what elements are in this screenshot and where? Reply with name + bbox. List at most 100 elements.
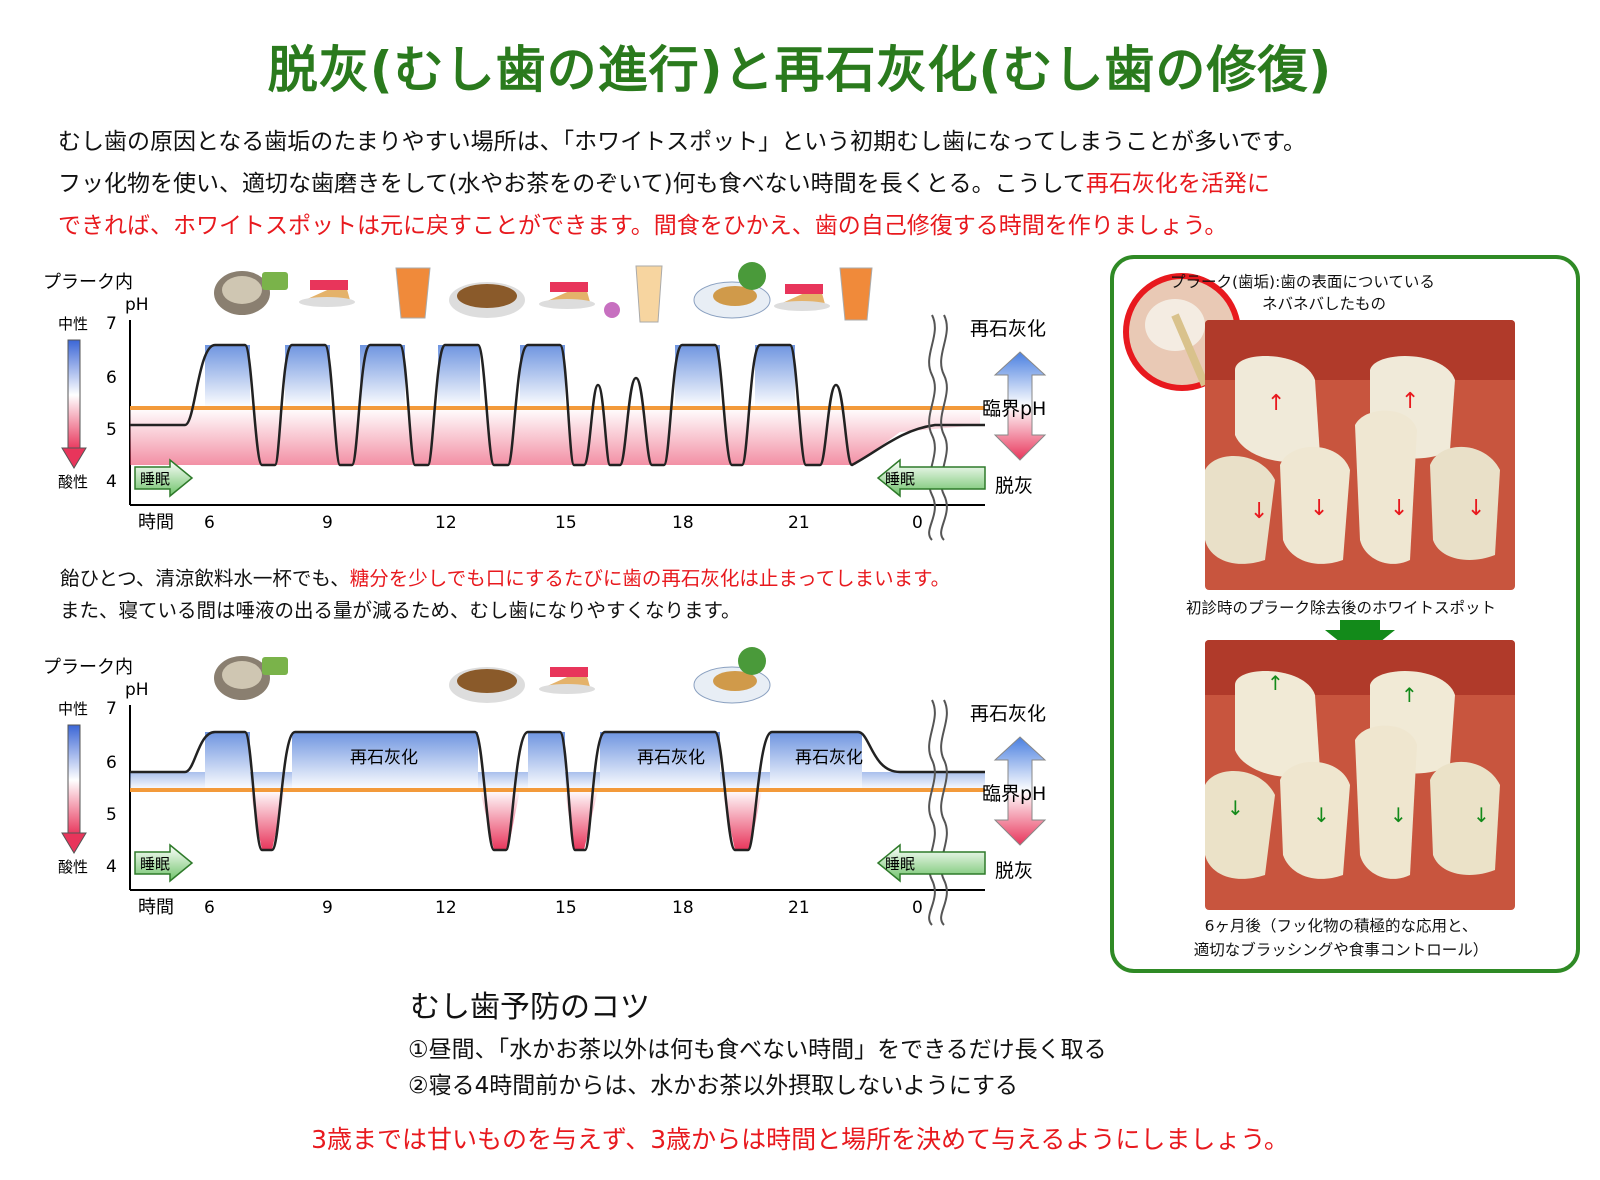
remin-annotation-3: 再石灰化 <box>795 748 863 768</box>
svg-text:↓: ↓ <box>1310 496 1328 521</box>
y-tick-7: 7 <box>106 699 117 719</box>
ph-curve-2 <box>130 730 985 852</box>
sleep-arrow-left: 睡眠 <box>134 458 194 498</box>
teeth-photo-after: ↑ ↑ ↓ ↓ ↓ ↓ <box>1205 640 1515 910</box>
sleep-arrow-right: 睡眠 <box>876 843 986 883</box>
caption-after-1: 6ヶ月後（フッ化物の積極的な応用と、 <box>1204 917 1478 935</box>
remin-label: 再石灰化 <box>970 318 1046 340</box>
whitespot-panel <box>1110 255 1580 973</box>
x-tick-18: 18 <box>672 898 694 918</box>
page-title: 脱灰(むし歯の進行)と再石灰化(むし歯の修復) <box>267 41 1333 99</box>
middle-line-1a: 飴ひとつ、清涼飲料水一杯でも、 <box>60 567 350 590</box>
sleep-label-right: 睡眠 <box>885 470 915 488</box>
caption-before: 初診時のプラーク除去後のホワイトスポット <box>1185 599 1496 617</box>
curry-icon <box>449 667 525 703</box>
demin-label: 脱灰 <box>995 860 1033 882</box>
time-break-2 <box>928 699 936 926</box>
y-tick-5: 5 <box>106 420 117 440</box>
middle-line-1b: 糖分を少しでも口にするたびに歯の再石灰化は止まってしまいます。 <box>349 567 951 590</box>
svg-text:↓: ↓ <box>1250 499 1268 524</box>
svg-text:↓: ↓ <box>1313 803 1330 827</box>
y-title: プラーク内 <box>43 657 133 678</box>
y-title: プラーク内 <box>43 272 133 293</box>
big-arrow <box>993 351 1047 461</box>
ph-chart-2: プラーク内 pH 中性 酸性 7 6 5 4 再石灰化 再石灰化 再石灰化 睡眠… <box>43 647 1047 926</box>
x-tick-0: 0 <box>912 898 923 918</box>
ph-axis-arrow <box>61 724 87 854</box>
breakfast-icon <box>214 656 288 700</box>
critical-label: 臨界pH <box>982 783 1046 805</box>
ph-chart-1: プラーク内 pH 中性 酸性 7 6 5 4 睡眠 睡眠 時間 6 9 12 <box>43 262 1047 541</box>
sleep-label-left: 睡眠 <box>140 470 170 488</box>
y-tick-4: 4 <box>106 472 117 492</box>
x-tick-9: 9 <box>322 513 333 533</box>
intro-line-1: むし歯の原因となる歯垢のたまりやすい場所は、「ホワイトスポット」という初期むし歯… <box>58 129 1306 155</box>
drink-icon-2 <box>839 267 873 321</box>
x-tick-6: 6 <box>204 898 215 918</box>
breakfast-icon <box>214 271 288 315</box>
intro-line-2: フッ化物を使い、適切な歯磨きをして(水やお茶をのぞいて)何も食べない時間を長くと… <box>58 164 1270 198</box>
remin-label: 再石灰化 <box>970 703 1046 725</box>
sleep-arrow-right: 睡眠 <box>876 458 986 498</box>
food-icons-2 <box>214 647 771 704</box>
svg-text:↑: ↑ <box>1267 671 1284 695</box>
svg-text:↓: ↓ <box>1227 796 1244 820</box>
sleep-arrow-left: 睡眠 <box>134 843 194 883</box>
cake-icon-3 <box>774 284 830 311</box>
dinner-icon <box>693 262 771 319</box>
middle-line-1: 飴ひとつ、清涼飲料水一杯でも、糖分を少しでも口にするたびに歯の再石灰化は止まって… <box>60 562 950 591</box>
tip-2: ②寝る4時間前からは、水かお茶以外摂取しないようにする <box>408 1073 1019 1099</box>
y-tick-7: 7 <box>106 314 117 334</box>
acidic-label: 酸性 <box>58 473 88 491</box>
sleep-label-left: 睡眠 <box>140 855 170 873</box>
glass-icon <box>635 265 663 323</box>
y-tick-6: 6 <box>106 753 117 773</box>
progress-arrow <box>1325 620 1395 658</box>
chart1-fills <box>130 345 980 465</box>
svg-text:↓: ↓ <box>1473 803 1490 827</box>
svg-text:↓: ↓ <box>1467 496 1485 521</box>
y-unit: pH <box>125 680 149 700</box>
svg-text:↑: ↑ <box>1401 683 1418 707</box>
plaque-caption-2: ネバネバしたもの <box>1262 295 1387 313</box>
tip-1: ①昼間、「水かお茶以外は何も食べない時間」をできるだけ長く取る <box>408 1037 1107 1063</box>
x-tick-9: 9 <box>322 898 333 918</box>
y-tick-6: 6 <box>106 368 117 388</box>
sleep-label-right: 睡眠 <box>885 855 915 873</box>
demin-label: 脱灰 <box>995 475 1033 497</box>
time-break-1 <box>928 314 936 541</box>
remin-annotation-1: 再石灰化 <box>350 748 418 768</box>
big-arrow <box>993 736 1047 846</box>
x-tick-12: 12 <box>435 513 457 533</box>
middle-line-2: また、寝ている間は唾液の出る量が減るため、むし歯になりやすくなります。 <box>60 599 741 622</box>
cake-icon-2 <box>539 282 620 318</box>
acidic-label: 酸性 <box>58 858 88 876</box>
plaque-caption-1: プラーク(歯垢):歯の表面についている <box>1170 273 1435 291</box>
intro-line-2b: 再石灰化を活発に <box>1085 171 1270 197</box>
y-tick-5: 5 <box>106 805 117 825</box>
x-tick-6: 6 <box>204 513 215 533</box>
x-title: 時間 <box>138 897 174 918</box>
teeth-photo-before: ↑ ↑ ↓ ↓ ↓ ↓ <box>1205 320 1515 590</box>
svg-text:↑: ↑ <box>1267 391 1285 416</box>
x-tick-15: 15 <box>555 898 577 918</box>
cake-icon <box>539 667 595 694</box>
critical-label: 臨界pH <box>982 398 1046 420</box>
svg-text:↑: ↑ <box>1401 389 1419 414</box>
y-unit: pH <box>125 295 149 315</box>
cake-icon <box>299 280 355 307</box>
final-note: 3歳までは甘いものを与えず、3歳からは時間と場所を決めて与えるようにしましょう。 <box>311 1125 1289 1154</box>
neutral-label: 中性 <box>58 700 88 718</box>
chart2-fills <box>130 732 985 850</box>
caption-after-2: 適切なブラッシングや食事コントロール） <box>1193 941 1489 959</box>
ph-curve-1 <box>130 343 985 467</box>
x-tick-15: 15 <box>555 513 577 533</box>
x-title: 時間 <box>138 512 174 533</box>
svg-text:↓: ↓ <box>1390 496 1408 521</box>
x-tick-18: 18 <box>672 513 694 533</box>
y-tick-4: 4 <box>106 857 117 877</box>
x-tick-0: 0 <box>912 513 923 533</box>
x-tick-21: 21 <box>788 513 810 533</box>
x-tick-21: 21 <box>788 898 810 918</box>
drink-icon <box>395 267 431 319</box>
